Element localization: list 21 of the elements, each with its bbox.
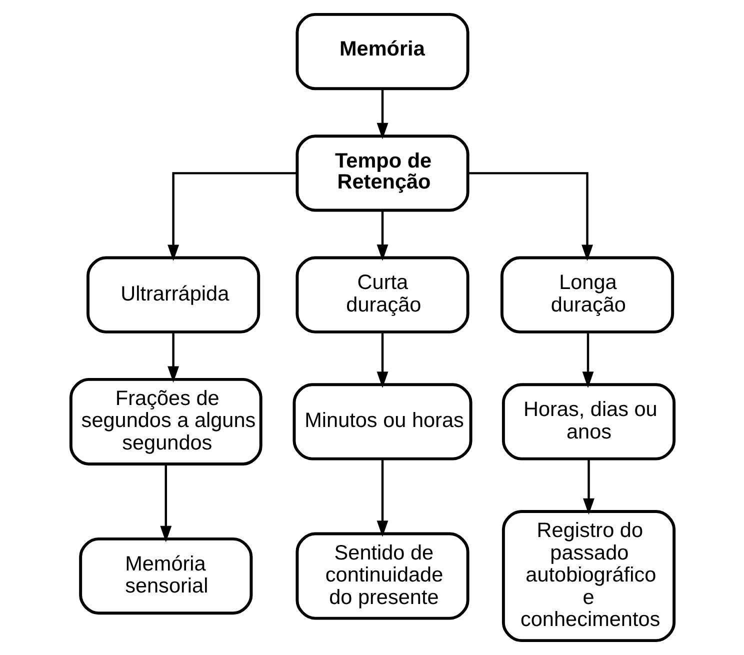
node-box: Horas, dias ou anos: [501, 383, 676, 460]
node-box: Curta duração: [295, 256, 469, 334]
node-box: Tempo de Retenção: [295, 134, 469, 212]
node-box: Ultrarrápida: [86, 256, 260, 334]
node-box: Registro do passado autobiográfico e conhecimentos: [501, 510, 676, 642]
arrow: [376, 459, 388, 537]
arrow: [376, 332, 388, 388]
arrow: [582, 332, 594, 388]
arrow: [468, 172, 592, 262]
node-box: Memória: [295, 12, 469, 90]
node-box: Longa duração: [500, 256, 674, 334]
arrow: [376, 88, 388, 140]
arrow: [376, 210, 388, 261]
node-box: Minutos ou horas: [292, 383, 472, 460]
arrow: [582, 459, 594, 515]
arrow: [167, 332, 179, 383]
node-box: Sentido de continuidade do presente: [295, 532, 469, 620]
arrow: [167, 172, 296, 262]
node-box: Frações de segundos a alguns segundos: [68, 378, 262, 466]
arrow: [160, 464, 172, 542]
node-box: Memória sensorial: [78, 537, 252, 615]
